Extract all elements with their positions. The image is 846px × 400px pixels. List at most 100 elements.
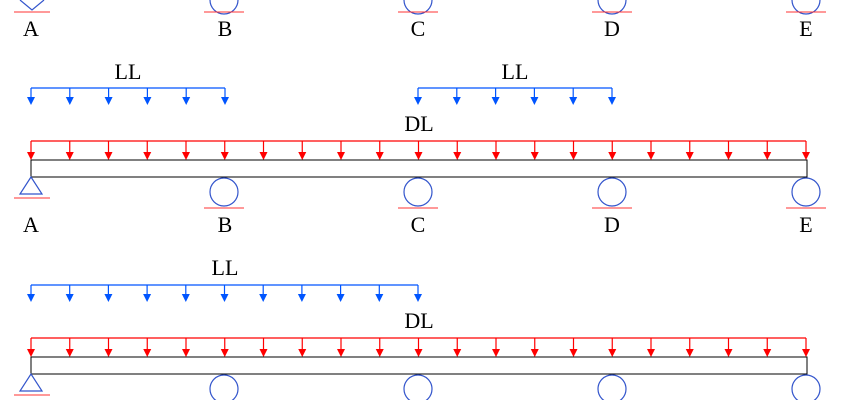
dead-load-arrow-head <box>453 349 462 357</box>
live-load-arrow-head <box>65 294 74 302</box>
dead-load: DL <box>27 111 810 160</box>
live-load-a-b: LL <box>27 59 229 105</box>
live-load-arrow-head <box>182 97 191 105</box>
dead-load-arrow-head <box>259 349 268 357</box>
dead-load-arrow-head <box>182 349 190 357</box>
support-label-a: A <box>23 16 39 41</box>
dead-load-arrow-head <box>143 349 152 357</box>
dead-load-arrow-head <box>453 152 462 160</box>
live-load-arrow-head <box>375 294 384 302</box>
support-e-top <box>786 0 826 15</box>
live-load-arrow-head <box>221 97 229 105</box>
panel-top-partial: A B C D E <box>14 0 826 41</box>
live-load-arrow-head <box>143 97 152 105</box>
live-load-arrow-head <box>104 97 113 105</box>
dead-load-arrow-head <box>104 152 113 160</box>
live-load-arrow-head <box>104 294 113 302</box>
dead-load-arrow-head <box>27 152 35 160</box>
support-e-roller <box>786 177 826 209</box>
support-label-d: D <box>604 212 620 237</box>
panel-bottom: LL DL <box>14 255 821 400</box>
dead-load-arrow-head <box>375 152 384 160</box>
dead-load-arrow-head <box>724 152 733 160</box>
support-a-pin <box>14 175 50 199</box>
dead-load-arrow-head <box>608 152 617 160</box>
live-load-label: LL <box>212 255 239 280</box>
support-e-roller <box>791 374 821 400</box>
live-load-label: LL <box>502 59 529 84</box>
dead-load-arrow-head <box>763 349 772 357</box>
dead-load-arrow-head <box>337 349 345 357</box>
live-load-c-d: LL <box>414 59 616 105</box>
support-a-pin <box>14 372 50 396</box>
dead-load-arrow-head <box>647 152 655 160</box>
support-label-e: E <box>799 212 812 237</box>
support-d-roller <box>592 177 632 209</box>
live-load-arrow-head <box>452 97 461 105</box>
dead-load-arrow-head <box>414 152 423 160</box>
support-c-roller <box>403 374 433 400</box>
dead-load-arrow-head <box>530 349 539 357</box>
dead-load-arrow-head <box>337 152 345 160</box>
live-load-arrow-head <box>27 294 35 302</box>
dead-load-arrow-head <box>298 152 307 160</box>
live-load-arrow-head <box>27 97 35 105</box>
dead-load-arrow-head <box>65 152 74 160</box>
live-load-arrow-head <box>220 294 229 302</box>
dead-load-arrow-head <box>182 152 190 160</box>
dead-load-arrow-head <box>298 349 307 357</box>
dead-load-arrow-head <box>569 152 578 160</box>
dead-load-arrow-head <box>65 349 74 357</box>
live-load-arrow-head <box>143 294 152 302</box>
dead-load-arrow-head <box>220 349 229 357</box>
live-load-arrow-head <box>297 294 306 302</box>
beam <box>30 356 808 375</box>
dead-load-arrow-head <box>802 349 810 357</box>
live-load-arrow-head <box>181 294 190 302</box>
live-load-label: LL <box>115 59 142 84</box>
dead-load-arrow-head <box>763 152 772 160</box>
support-c-top <box>398 0 438 15</box>
live-load-a-c: LL <box>27 255 422 302</box>
panel-middle: LL LL DL A <box>14 59 826 237</box>
live-load-arrow-head <box>336 294 345 302</box>
support-label-c: C <box>411 16 426 41</box>
dead-load-arrow-head <box>104 349 113 357</box>
support-b-top <box>204 0 244 15</box>
dead-load-arrow-head <box>414 349 423 357</box>
dead-load-label: DL <box>404 308 433 333</box>
live-load-arrow-head <box>491 97 500 105</box>
dead-load-arrow-head <box>492 349 500 357</box>
dead-load-arrow-head <box>259 152 268 160</box>
support-c-roller <box>398 177 438 209</box>
live-load-arrow-head <box>569 97 578 105</box>
dead-load-arrow-head <box>724 349 733 357</box>
dead-load-arrow-head <box>685 152 694 160</box>
support-label-b: B <box>218 16 233 41</box>
dead-load-arrow-head <box>375 349 384 357</box>
dead-load-arrow-head <box>685 349 694 357</box>
support-label-c: C <box>411 212 426 237</box>
support-label-d: D <box>604 16 620 41</box>
support-label-b: B <box>218 212 233 237</box>
support-label-e: E <box>799 16 812 41</box>
dead-load-arrow-head <box>143 152 152 160</box>
dead-load-arrow-head <box>647 349 655 357</box>
support-d-top <box>592 0 632 15</box>
live-load-arrow-head <box>65 97 74 105</box>
dead-load-label: DL <box>404 111 433 136</box>
live-load-arrow-head <box>414 97 422 105</box>
dead-load: DL <box>27 308 810 357</box>
support-b-roller <box>209 374 239 400</box>
dead-load-arrow-head <box>220 152 229 160</box>
live-load-arrow-head <box>608 97 616 105</box>
support-label-a: A <box>23 212 39 237</box>
beam <box>30 159 808 178</box>
dead-load-arrow-head <box>569 349 578 357</box>
dead-load-arrow-head <box>608 349 617 357</box>
support-d-roller <box>597 374 627 400</box>
support-a-top <box>14 0 50 13</box>
dead-load-arrow-head <box>492 152 500 160</box>
live-load-arrow-head <box>530 97 539 105</box>
